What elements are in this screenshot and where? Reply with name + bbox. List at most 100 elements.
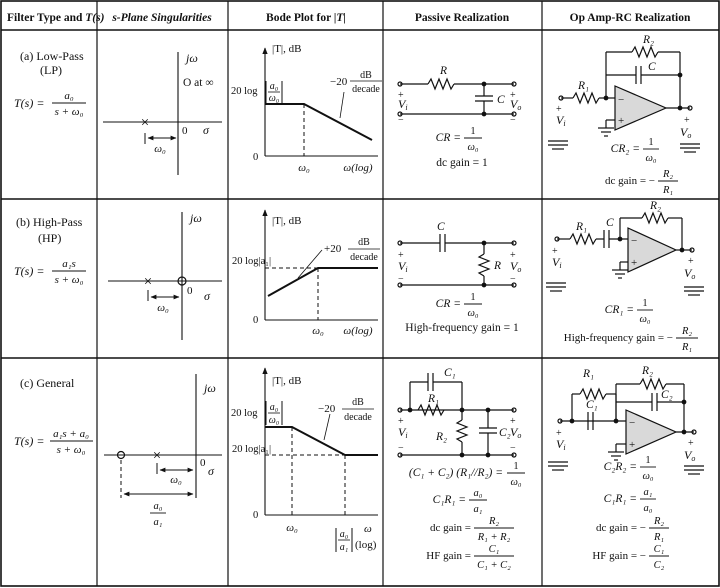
svg-text:+: + bbox=[510, 416, 516, 427]
row-c-passive-R2-label: R₂ bbox=[435, 431, 447, 443]
row-c-passive-eq2-den: a₁ bbox=[474, 504, 483, 515]
row-a-opamp-gain-num: R₂ bbox=[662, 169, 673, 180]
row-b-bode-ylabel: |T|, dB bbox=[272, 215, 301, 227]
row-b-passive-eq-lhs: CR = bbox=[436, 298, 461, 310]
svg-text:+: + bbox=[688, 438, 694, 449]
row-c-passive-eq4-lhs: HF gain = bbox=[426, 550, 471, 562]
row-b-bode: |T|, dB 20 log|a₁| 0 +20 dB decade ω₀ ω(… bbox=[232, 209, 380, 337]
row-b-slope-den: decade bbox=[350, 252, 378, 263]
row-c-opamp-vi: Vi bbox=[556, 437, 566, 452]
row-a-sigma: σ bbox=[203, 123, 210, 137]
row-c-opamp-eq2-num: a₁ bbox=[644, 487, 653, 498]
row-a-tf-lhs: T(s) = bbox=[14, 96, 44, 110]
row-c-slope: −20 bbox=[318, 403, 336, 415]
row-a-xtick: ω₀ bbox=[298, 162, 310, 174]
row-c-opamp-eq3-lhs: dc gain = − bbox=[596, 522, 646, 534]
row-c-opamp-R1: R₁ bbox=[582, 368, 594, 380]
row-c-tf-num: a₁s + a₀ bbox=[53, 428, 89, 440]
svg-text:+: + bbox=[556, 428, 562, 439]
svg-text:+: + bbox=[398, 416, 404, 427]
row-c-opamp-eq4-den: C₂ bbox=[654, 560, 665, 571]
header-row: Filter Type and T(s) s-Plane Singulariti… bbox=[7, 12, 691, 24]
row-c-passive-vo: Vo bbox=[510, 425, 521, 440]
row-c-slope-num: dB bbox=[352, 397, 364, 408]
svg-text:+: + bbox=[510, 90, 516, 101]
row-a-w0: ω₀ bbox=[154, 143, 166, 155]
row-a-passive-C: C bbox=[497, 94, 505, 106]
row-c-origin: 0 bbox=[200, 457, 206, 469]
row-a-opamp-gain-den: R₁ bbox=[662, 185, 673, 196]
row-c-bode: |T|, dB 20 log a₀ ω₀ 20 log|a₁| 0 −20 dB… bbox=[231, 367, 378, 553]
row-c-passive-R1 bbox=[417, 403, 445, 417]
row-a-opamp-C: C bbox=[648, 61, 656, 73]
row-b-opamp-gain-den: R₁ bbox=[681, 342, 692, 353]
row-b-opamp-gain-num: R₂ bbox=[681, 326, 692, 337]
row-c-opamp-eq3-den: R₁ bbox=[653, 532, 664, 543]
row-b-passive-eq-den: ω₀ bbox=[467, 308, 478, 319]
row-c-opamp-R2: R₂ bbox=[641, 365, 653, 377]
svg-text:+: + bbox=[684, 115, 690, 126]
row-b-opamp-triangle bbox=[627, 227, 678, 273]
row-b-xlabel: ω(log) bbox=[343, 325, 372, 337]
row-b-abbr: (HP) bbox=[38, 231, 61, 245]
row-c-opamp-eq4-num: C₁ bbox=[654, 544, 665, 555]
row-c-w0: ω₀ bbox=[170, 474, 182, 486]
row-b-opamp-eq-num: 1 bbox=[642, 298, 647, 309]
row-c-zero-mark bbox=[116, 450, 126, 460]
row-a-jw-label: jω bbox=[184, 51, 198, 65]
row-c-opamp-eq1-lhs: C₂R₂ = bbox=[604, 461, 637, 473]
row-c-opamp-eq1-den: ω₀ bbox=[642, 471, 653, 482]
row-c-zero-num: a₀ bbox=[154, 501, 163, 512]
row-c-passive-eq1-lhs: (C₁ + C₂) (R₁//R₂) = bbox=[409, 467, 503, 479]
row-c-level1-lead: 20 log bbox=[231, 408, 258, 419]
row-low-pass: (a) Low-Pass (LP) T(s) = a₀ s + ω₀ jω O … bbox=[14, 34, 700, 196]
row-c-sigma: σ bbox=[208, 464, 215, 478]
row-a-xlabel: ω(log) bbox=[343, 162, 372, 174]
row-b-opamp-eq-lhs: CR₁ = bbox=[605, 304, 634, 316]
row-b-passive-circuit bbox=[397, 234, 517, 288]
svg-text:+: + bbox=[510, 250, 516, 261]
row-c-opamp-C2: C₂ bbox=[661, 389, 673, 401]
row-c-level2: 20 log|a₁| bbox=[232, 444, 271, 455]
row-a-passive-vo: Vo bbox=[510, 97, 521, 112]
row-a-opamp-vi: Vi bbox=[556, 113, 566, 128]
row-c-level1-den: ω₀ bbox=[269, 415, 280, 426]
row-a-opamp-eq-num: 1 bbox=[648, 137, 653, 148]
row-b-opamp-eq-den: ω₀ bbox=[639, 314, 650, 325]
row-c-s-plane: jω × 0 σ ω₀ a₀ a₁ bbox=[104, 374, 222, 528]
row-a-opamp-gain-lhs: dc gain = − bbox=[605, 175, 655, 187]
row-b-s-plane: jω × 0 σ ω₀ bbox=[108, 211, 222, 340]
row-general: (c) General T(s) = a₁s + a₀ s + ω₀ jω × … bbox=[14, 365, 704, 571]
row-a-opamp-R1: R₁ bbox=[577, 80, 589, 92]
row-c-tf-lhs: T(s) = bbox=[14, 434, 44, 448]
svg-text:−: − bbox=[631, 235, 637, 247]
row-b-tf-num: a₁s bbox=[62, 258, 76, 270]
row-a-slope-den: decade bbox=[352, 84, 380, 95]
row-c-zero-den: a₁ bbox=[154, 517, 163, 528]
row-c-passive-eq2-num: a₀ bbox=[474, 488, 483, 499]
header-s-plane: s-Plane Singularities bbox=[111, 12, 212, 24]
row-a-passive-eq-lhs: CR = bbox=[436, 132, 461, 144]
row-c-jw-label: jω bbox=[202, 381, 216, 395]
row-a-opamp-R2: R₂ bbox=[642, 34, 654, 46]
row-b-passive-vo: Vo bbox=[510, 259, 521, 274]
row-a-level-lead: 20 log bbox=[231, 86, 258, 97]
svg-text:+: + bbox=[688, 256, 694, 267]
row-a-passive-R: R bbox=[439, 65, 447, 77]
row-a-passive-gain: dc gain = 1 bbox=[436, 157, 488, 169]
row-a-level-num: a₀ bbox=[270, 81, 279, 92]
row-a-opamp-vo: Vo bbox=[680, 125, 691, 140]
row-b-xtick: ω₀ bbox=[312, 325, 324, 337]
row-c-xtick1: ω₀ bbox=[286, 522, 298, 534]
row-a-opamp-circuit bbox=[548, 45, 700, 153]
row-high-pass: (b) High-Pass (HP) T(s) = a₁s s + ω₀ jω … bbox=[14, 200, 704, 353]
row-a-bode-zero: 0 bbox=[253, 152, 258, 163]
row-b-slope: +20 bbox=[324, 243, 342, 255]
row-c-passive-eq3-num: R₂ bbox=[488, 516, 499, 527]
row-c-opamp-eq4-lhs: HF gain = − bbox=[592, 550, 646, 562]
row-c-bode-zero: 0 bbox=[253, 510, 258, 521]
row-b-pole-mark: × bbox=[144, 274, 152, 290]
svg-text:+: + bbox=[398, 250, 404, 261]
